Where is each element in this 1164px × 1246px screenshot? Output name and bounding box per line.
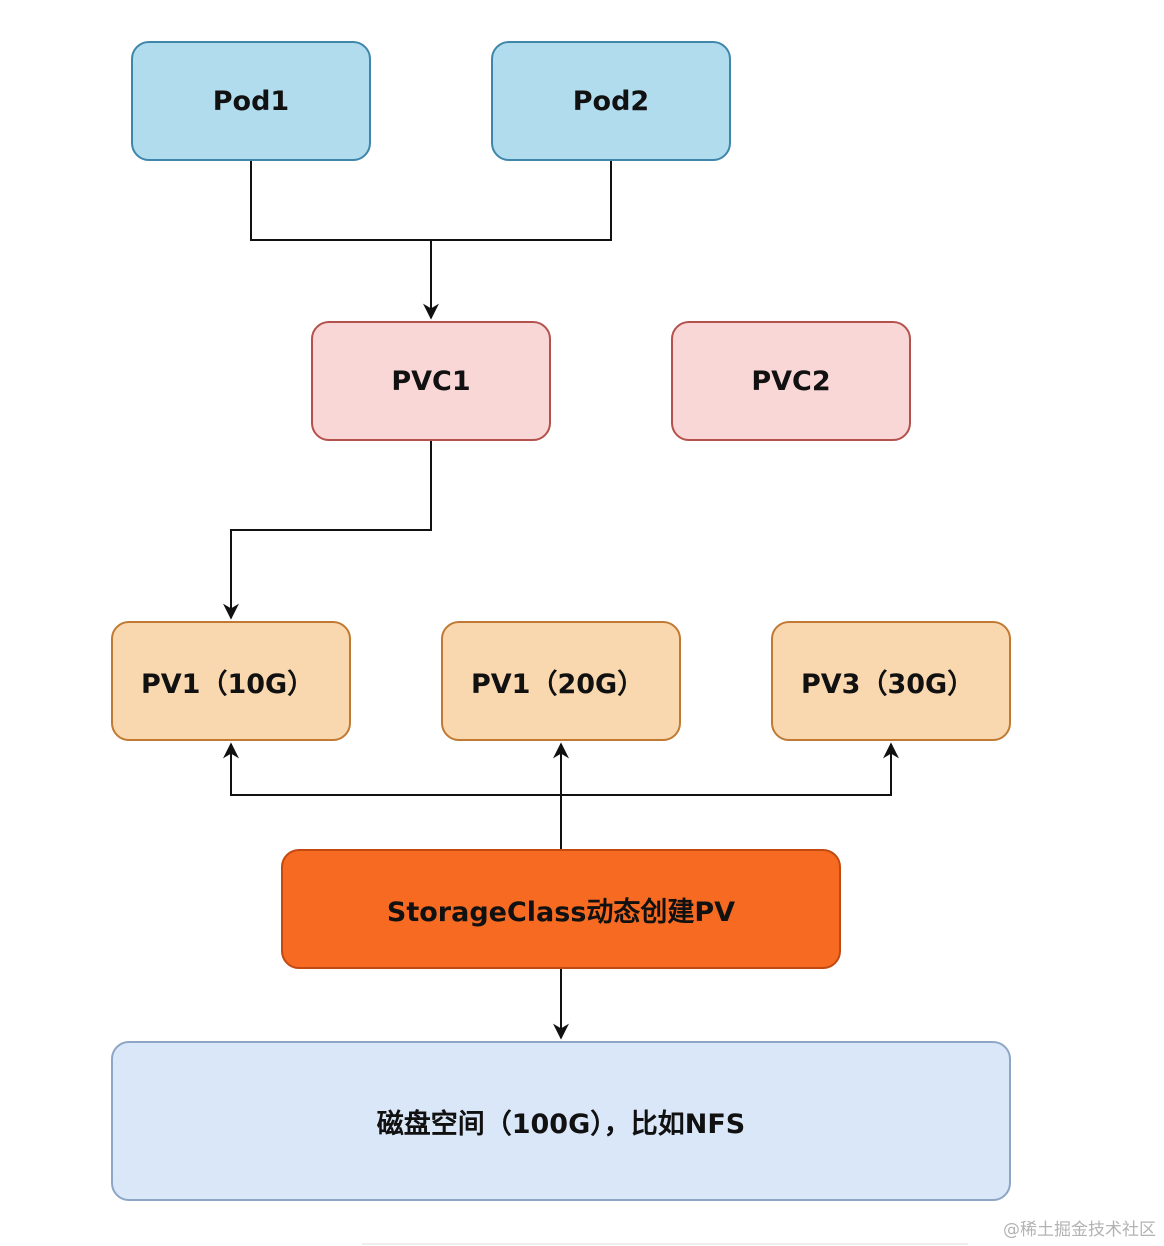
pod1-label: Pod1 — [212, 85, 290, 117]
storage-class-node: StorageClass动态创建PV — [281, 849, 841, 969]
edge-pod2-pvc1 — [431, 161, 612, 241]
pv3-label: PV3（30G） — [801, 668, 975, 700]
pvc1-label: PVC1 — [391, 365, 471, 397]
edge-sc-pv3 — [561, 742, 899, 796]
edge-sc-pv1 — [223, 742, 562, 849]
disk-label: 磁盘空间（100G），比如NFS — [376, 1108, 746, 1140]
edge-pvc1-pv1 — [223, 441, 432, 620]
pv1-node: PV1（10G） — [111, 621, 351, 741]
pvc2-node: PVC2 — [671, 321, 911, 441]
pvc2-label: PVC2 — [751, 365, 831, 397]
pv1-label: PV1（10G） — [141, 668, 315, 700]
pvc1-node: PVC1 — [311, 321, 551, 441]
pod1-node: Pod1 — [131, 41, 371, 161]
watermark: @稀土掘金技术社区 — [1003, 1220, 1156, 1240]
edge-pod1-pvc1 — [250, 161, 439, 320]
footer-divider — [362, 1243, 968, 1245]
pv3-node: PV3（30G） — [771, 621, 1011, 741]
disk-node: 磁盘空间（100G），比如NFS — [111, 1041, 1011, 1201]
pv2-label: PV1（20G） — [471, 668, 645, 700]
pv2-node: PV1（20G） — [441, 621, 681, 741]
pod2-label: Pod2 — [572, 85, 650, 117]
storage-class-label: StorageClass动态创建PV — [386, 896, 736, 928]
pod2-node: Pod2 — [491, 41, 731, 161]
